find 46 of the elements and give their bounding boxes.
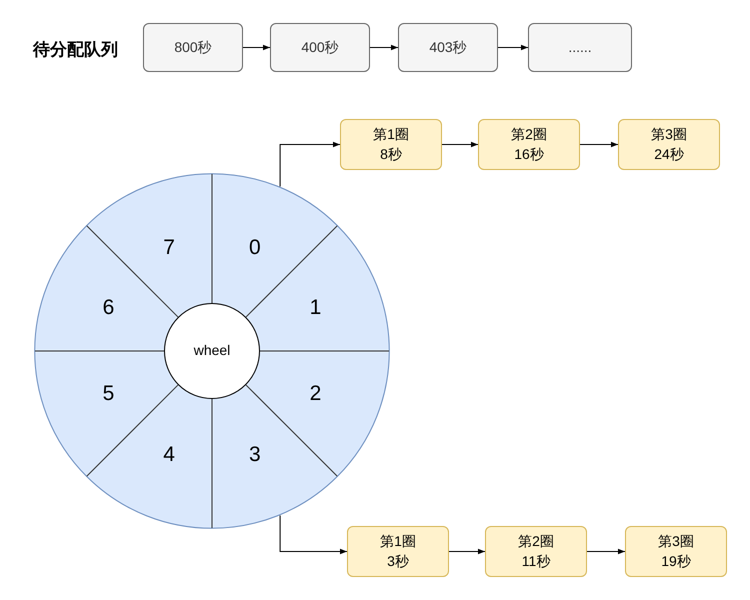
queue-label: 403秒 xyxy=(429,38,467,57)
wheel-disc xyxy=(34,173,390,529)
round-label: 3秒 xyxy=(387,552,409,570)
queue-label: 400秒 xyxy=(301,38,339,57)
arrow xyxy=(370,44,398,50)
arrow xyxy=(280,142,340,188)
arrow xyxy=(498,44,528,50)
slot-number: 5 xyxy=(102,381,114,408)
arrow xyxy=(280,514,348,554)
round-label: 8秒 xyxy=(380,144,402,164)
round-label: 19秒 xyxy=(661,552,691,570)
queue-box xyxy=(143,23,243,72)
slot-number: 7 xyxy=(163,234,175,261)
arrow xyxy=(442,142,478,148)
round-box xyxy=(347,526,449,577)
queue-box xyxy=(270,23,370,72)
queue-box xyxy=(398,23,498,72)
queue-box xyxy=(528,23,632,72)
round-label: 24秒 xyxy=(654,144,684,164)
arrow xyxy=(242,44,270,50)
queue-label: ...... xyxy=(568,38,592,57)
arrow xyxy=(580,142,618,148)
arrow xyxy=(448,548,486,554)
slot-number: 0 xyxy=(249,234,261,261)
slot-number: 6 xyxy=(102,295,114,322)
slot-number: 1 xyxy=(310,295,322,322)
round-label: 第3圈 xyxy=(658,532,694,551)
round-box xyxy=(618,119,720,170)
round-label: 第3圈 xyxy=(651,124,687,144)
round-label: 第1圈 xyxy=(380,532,416,551)
round-box xyxy=(485,526,587,577)
round-label: 16秒 xyxy=(514,144,544,164)
arrow xyxy=(586,548,626,554)
slot-number: 3 xyxy=(249,442,261,468)
round-box xyxy=(478,119,580,170)
hub-label: wheel xyxy=(194,341,230,360)
slot-number: 4 xyxy=(163,442,175,468)
round-label: 第2圈 xyxy=(511,124,547,144)
queue-label: 800秒 xyxy=(174,38,212,57)
round-label: 11秒 xyxy=(522,552,550,570)
round-label: 第1圈 xyxy=(373,124,409,144)
round-box xyxy=(340,119,442,170)
round-label: 第2圈 xyxy=(518,532,554,551)
queue-heading: 待分配队列 xyxy=(33,39,118,61)
slot-number: 2 xyxy=(310,381,322,408)
round-box xyxy=(625,526,727,577)
